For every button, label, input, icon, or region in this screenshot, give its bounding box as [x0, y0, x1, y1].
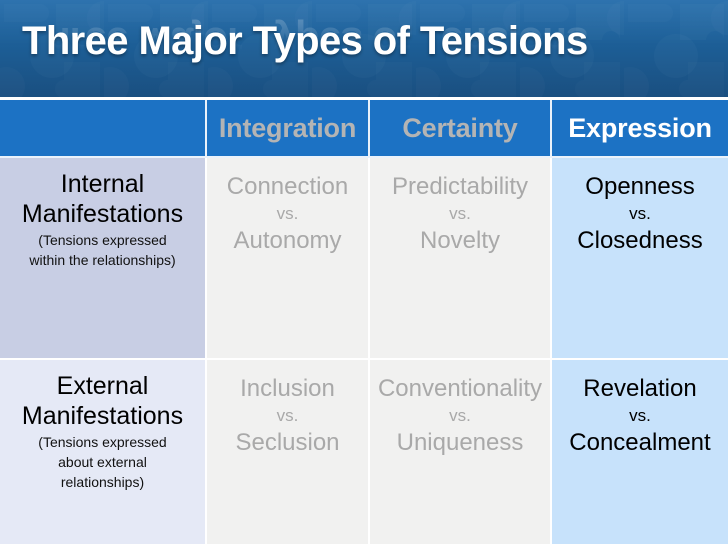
column-header-expression-label: Expression [568, 112, 712, 143]
row-header-external: External Manifestations (Tensions expres… [0, 360, 207, 544]
cell-internal-certainty-term-a: Predictability [391, 173, 529, 200]
row-header-external-sub-line1: (Tensions expressed [38, 434, 167, 450]
table-row-external: External Manifestations (Tensions expres… [0, 360, 728, 544]
cell-external-integration-term-b: Seclusion [235, 429, 340, 457]
cell-internal-expression-vs: vs. [629, 203, 651, 223]
row-header-internal-sub-line2: within the relationships) [29, 252, 176, 269]
cell-external-certainty-term-a: Conventionality [377, 375, 543, 402]
cell-external-expression-term-b: Concealment [569, 429, 711, 457]
column-header-integration[interactable]: Integration [207, 100, 370, 158]
cell-external-certainty-content: Conventionality vs. Uniqueness [370, 360, 550, 459]
row-header-external-sub-line3: relationships) [60, 474, 145, 491]
cell-internal-integration-content: Connection vs. Autonomy [207, 158, 368, 257]
cell-internal-integration-vs: vs. [276, 203, 299, 223]
cell-internal-certainty-vs: vs. [449, 203, 471, 223]
cell-external-expression-term-a: Revelation [583, 375, 697, 402]
cell-external-certainty[interactable]: Conventionality vs. Uniqueness [370, 360, 552, 544]
cell-external-expression-content: Revelation vs. Concealment [552, 360, 728, 459]
cell-external-integration-vs: vs. [276, 405, 299, 425]
cell-internal-certainty-content: Predictability vs. Novelty [370, 158, 550, 257]
puzzle-pattern-background [0, 0, 728, 97]
cell-external-integration-term-a: Inclusion [240, 375, 335, 402]
row-header-internal-content: Internal Manifestations (Tensions expres… [0, 158, 205, 269]
row-header-internal: Internal Manifestations (Tensions expres… [0, 158, 207, 360]
table-row-internal: Internal Manifestations (Tensions expres… [0, 158, 728, 360]
cell-internal-expression-content: Openness vs. Closedness [552, 158, 728, 257]
row-header-internal-line1: Internal [60, 170, 145, 198]
row-header-external-line2: Manifestations [21, 401, 184, 430]
row-header-external-line1: External [56, 372, 149, 400]
cell-external-expression[interactable]: Revelation vs. Concealment [552, 360, 728, 544]
row-header-internal-line2: Manifestations [21, 199, 184, 228]
cell-external-integration-content: Inclusion vs. Seclusion [207, 360, 368, 459]
title-banner: Three Major Types of Tensions Three Majo… [0, 0, 728, 97]
cell-external-certainty-term-b: Uniqueness [396, 429, 524, 457]
table-corner-cell [0, 100, 207, 158]
cell-external-certainty-vs: vs. [449, 405, 471, 425]
column-header-integration-label: Integration [218, 112, 357, 143]
cell-external-expression-vs: vs. [629, 405, 651, 425]
column-header-expression[interactable]: Expression [552, 100, 728, 158]
cell-internal-expression-term-a: Openness [585, 173, 695, 200]
row-header-internal-sub-line1: (Tensions expressed [38, 232, 167, 248]
cell-internal-integration[interactable]: Connection vs. Autonomy [207, 158, 370, 360]
page-title: Three Major Types of Tensions [22, 19, 588, 63]
cell-internal-expression[interactable]: Openness vs. Closedness [552, 158, 728, 360]
column-header-certainty-label: Certainty [402, 112, 518, 143]
column-header-certainty[interactable]: Certainty [370, 100, 552, 158]
cell-external-integration[interactable]: Inclusion vs. Seclusion [207, 360, 370, 544]
row-header-external-sub-line2: about external [58, 454, 147, 471]
cell-internal-integration-term-a: Connection [226, 173, 349, 200]
cell-internal-expression-term-b: Closedness [577, 227, 703, 255]
tensions-table: Integration Certainty Expression Interna… [0, 100, 728, 546]
cell-internal-certainty-term-b: Novelty [419, 227, 501, 255]
cell-internal-integration-term-b: Autonomy [233, 227, 342, 255]
row-header-external-content: External Manifestations (Tensions expres… [0, 360, 205, 491]
cell-internal-certainty[interactable]: Predictability vs. Novelty [370, 158, 552, 360]
table-header-row: Integration Certainty Expression [0, 100, 728, 158]
